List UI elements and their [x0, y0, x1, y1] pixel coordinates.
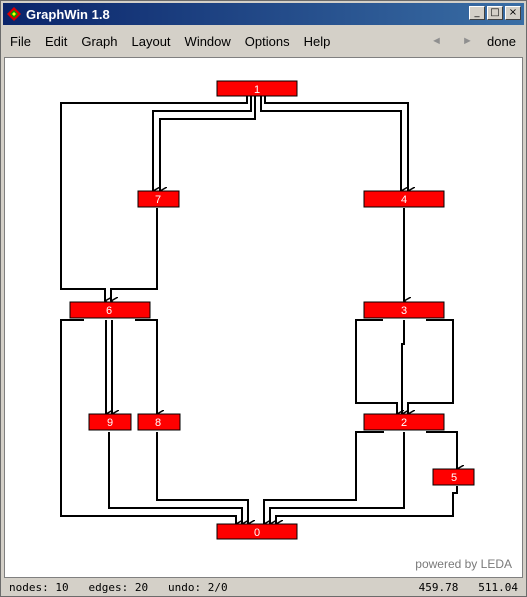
menu-file[interactable]: File [10, 33, 31, 49]
close-button[interactable]: × [505, 6, 521, 20]
edge-6-8 [135, 319, 157, 414]
status-counts: nodes: 10 edges: 20 undo: 2/0 [9, 580, 228, 596]
node-0-label: 0 [254, 527, 260, 539]
node-2-label: 2 [401, 417, 407, 429]
edge-1-4-a [260, 96, 401, 191]
minimize-button[interactable]: _ [469, 6, 485, 20]
edge-2-0-a [263, 431, 384, 524]
menu-bar: File Edit Graph Layout Window Options He… [3, 27, 524, 55]
node-1-label: 1 [254, 84, 260, 96]
edge-1-4-b [264, 96, 408, 191]
status-nodes: nodes: 10 [9, 581, 69, 594]
menu-graph[interactable]: Graph [81, 33, 118, 49]
menu-options[interactable]: Options [244, 33, 290, 49]
status-coords: 459.78 511.04 [418, 581, 518, 594]
edge-7-6 [110, 208, 158, 301]
node-5[interactable]: 5 [432, 468, 475, 486]
node-1[interactable]: 1 [216, 80, 298, 97]
node-4[interactable]: 4 [363, 190, 445, 208]
edge-6-0 [60, 319, 236, 524]
node-5-label: 5 [451, 472, 457, 484]
node-9-label: 9 [107, 417, 113, 429]
nodes-layer: 1 7 4 6 3 [69, 80, 475, 540]
menu-help[interactable]: Help [303, 33, 331, 49]
edge-3-2-a [355, 319, 397, 414]
edge-3-2-b [401, 320, 404, 414]
node-8-label: 8 [155, 417, 161, 429]
edge-3-2-c [407, 319, 454, 414]
node-7-label: 7 [155, 194, 161, 206]
node-0[interactable]: 0 [216, 523, 298, 540]
node-9[interactable]: 9 [88, 413, 132, 431]
node-3[interactable]: 3 [363, 301, 445, 319]
forward-arrow-icon[interactable]: ► [462, 35, 473, 47]
edge-2-5 [426, 431, 457, 469]
maximize-button[interactable]: □ [487, 6, 503, 20]
graphwin-app-icon [6, 6, 22, 22]
graph-canvas[interactable]: 1 7 4 6 3 [4, 57, 523, 578]
back-arrow-icon[interactable]: ◄ [431, 35, 442, 47]
menu-window[interactable]: Window [184, 33, 231, 49]
node-6[interactable]: 6 [69, 301, 151, 319]
node-4-label: 4 [401, 194, 407, 206]
menu-layout[interactable]: Layout [131, 33, 171, 49]
node-8[interactable]: 8 [137, 413, 181, 431]
edge-9-0 [108, 432, 242, 524]
edge-8-0 [156, 432, 248, 524]
window-title: GraphWin 1.8 [26, 6, 110, 22]
status-undo: undo: 2/0 [167, 581, 228, 594]
node-3-label: 3 [401, 305, 407, 317]
node-2[interactable]: 2 [363, 413, 445, 431]
status-edges: edges: 20 [88, 581, 149, 594]
edge-1-7-b [159, 96, 256, 191]
edge-1-7-a [152, 96, 252, 191]
node-7[interactable]: 7 [137, 190, 180, 208]
edge-5-0 [275, 486, 458, 524]
graph-drawing: 1 7 4 6 3 [60, 80, 475, 540]
node-6-label: 6 [106, 305, 112, 317]
edge-1-6 [60, 96, 248, 301]
title-bar: GraphWin 1.8 _ □ × [3, 3, 524, 25]
menu-edit[interactable]: Edit [44, 33, 68, 49]
status-bar: nodes: 10 edges: 20 undo: 2/0 459.78 511… [3, 580, 524, 596]
edges-layer [60, 96, 458, 524]
powered-by-label: powered by LEDA [415, 557, 512, 571]
edge-2-0-b [269, 432, 405, 524]
done-button[interactable]: done [487, 34, 516, 49]
